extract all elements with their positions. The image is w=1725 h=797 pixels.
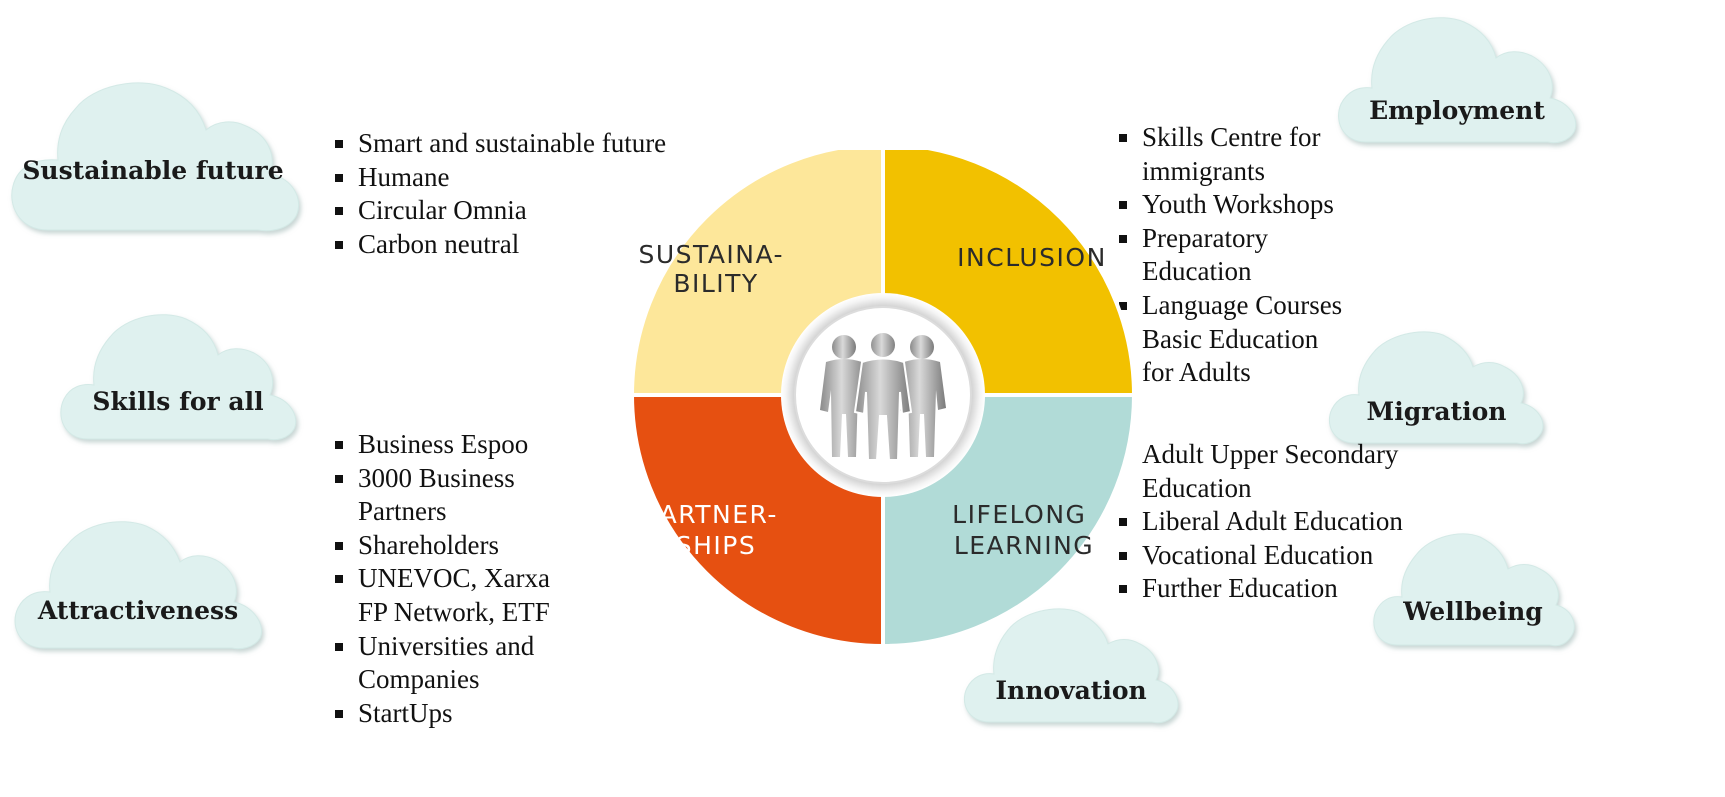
list-sustainability: Smart and sustainable future Humane Circ… <box>332 127 712 261</box>
list-item: Liberal Adult Education <box>1116 505 1416 539</box>
cloud-employment: Employment <box>1336 10 1577 150</box>
list-item: Youth Workshops <box>1116 188 1356 222</box>
list-item: Universities and Companies <box>332 630 562 697</box>
cloud-shape <box>14 521 262 650</box>
quadrant-wheel: SUSTAINA- BILITY INCLUSION PARTNER- SHIP… <box>629 150 1137 649</box>
list-item: Language Courses <box>1116 289 1356 323</box>
list-item: Circular Omnia <box>332 194 712 228</box>
list-item: Basic Education for Adults <box>1116 323 1356 390</box>
cloud-label: Innovation <box>995 676 1147 705</box>
list-item: Carbon neutral <box>332 228 712 262</box>
quadrant-label-partnerships: PARTNER- SHIPS <box>645 500 788 560</box>
cloud-skills-for-all: Skills for all <box>58 303 298 448</box>
cloud-wellbeing: Wellbeing <box>1372 527 1575 652</box>
quadrant-label-inclusion: INCLUSION <box>957 243 1107 272</box>
cloud-label: Skills for all <box>92 387 264 416</box>
cloud-shape <box>1338 17 1577 144</box>
list-inclusion: Skills Centre for immigrants Youth Works… <box>1116 121 1356 390</box>
cloud-shape <box>11 82 300 232</box>
cloud-shape <box>963 608 1179 724</box>
cloud-label: Sustainable future <box>22 156 284 185</box>
list-item: StartUps <box>332 697 562 731</box>
list-item: Skills Centre for immigrants <box>1116 121 1356 188</box>
list-item: Shareholders <box>332 529 562 563</box>
cloud-migration: Migration <box>1327 325 1544 450</box>
cloud-label: Attractiveness <box>37 596 239 625</box>
list-item: Smart and sustainable future <box>332 127 712 161</box>
cloud-innovation: Innovation <box>962 602 1179 727</box>
list-item: Vocational Education <box>1116 539 1416 573</box>
list-lifelong-learning: Adult Upper Secondary Education Liberal … <box>1116 438 1416 606</box>
list-item: 3000 Business Partners <box>332 462 562 529</box>
cloud-shape <box>1373 533 1575 647</box>
list-item: Humane <box>332 161 712 195</box>
quadrant-label-lifelong-learning: LIFELONG LEARNING <box>952 500 1096 560</box>
list-item: Preparatory Education <box>1116 222 1356 289</box>
cloud-label: Employment <box>1369 96 1545 125</box>
cloud-shape <box>60 314 297 441</box>
quadrant-label-sustainability: SUSTAINA- BILITY <box>638 240 793 298</box>
cloud-sustainable-future: Sustainable future <box>8 78 300 240</box>
list-item: Further Education <box>1116 572 1416 606</box>
list-item: Business Espoo <box>332 428 562 462</box>
cloud-label: Wellbeing <box>1403 597 1543 626</box>
list-item: Adult Upper Secondary Education <box>1116 438 1416 505</box>
list-item: UNEVOC, Xarxa FP Network, ETF <box>332 562 562 629</box>
cloud-shape <box>1328 331 1544 445</box>
cloud-attractiveness: Attractiveness <box>12 510 264 656</box>
list-partnerships: Business Espoo 3000 Business Partners Sh… <box>332 428 562 730</box>
cloud-label: Migration <box>1366 397 1507 426</box>
three-people-icon <box>820 331 946 461</box>
